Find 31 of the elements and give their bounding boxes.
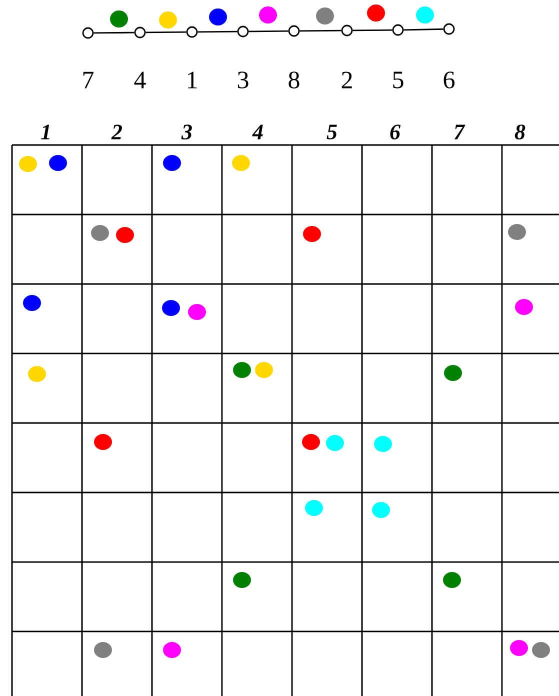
column-number: 1 bbox=[41, 124, 50, 140]
vertex-number: 6 bbox=[444, 72, 454, 88]
edge-line bbox=[146, 31, 186, 34]
vertex-circle bbox=[443, 23, 455, 35]
edge-line bbox=[352, 29, 392, 32]
column-number: 3 bbox=[181, 124, 192, 140]
vertex-circle bbox=[186, 26, 198, 38]
vertex-number: 7 bbox=[83, 72, 94, 88]
vertex-circle bbox=[237, 26, 249, 38]
column-number: 2 bbox=[111, 124, 122, 140]
vertex-circle bbox=[392, 24, 404, 36]
vertex-circle bbox=[82, 27, 94, 39]
edge-line bbox=[404, 28, 444, 31]
vertex-circle bbox=[134, 26, 146, 38]
column-number: 4 bbox=[252, 124, 263, 140]
edge-line bbox=[248, 30, 288, 32]
column-number: 8 bbox=[514, 124, 526, 140]
vertex-number: 8 bbox=[288, 72, 300, 88]
column-number: 6 bbox=[390, 124, 400, 140]
vertex-number: 1 bbox=[188, 72, 197, 88]
vertex-number: 5 bbox=[393, 72, 404, 88]
vertex-number: 3 bbox=[238, 72, 248, 88]
edge-line bbox=[198, 30, 238, 33]
edge-line bbox=[300, 30, 342, 32]
vertex-number: 4 bbox=[134, 72, 146, 88]
vertex-circle bbox=[288, 25, 300, 37]
vertex-number: 2 bbox=[342, 72, 352, 88]
column-number: 5 bbox=[326, 124, 337, 140]
vertex-circle bbox=[341, 24, 353, 36]
edge-line bbox=[94, 32, 134, 34]
column-number: 7 bbox=[454, 124, 466, 140]
